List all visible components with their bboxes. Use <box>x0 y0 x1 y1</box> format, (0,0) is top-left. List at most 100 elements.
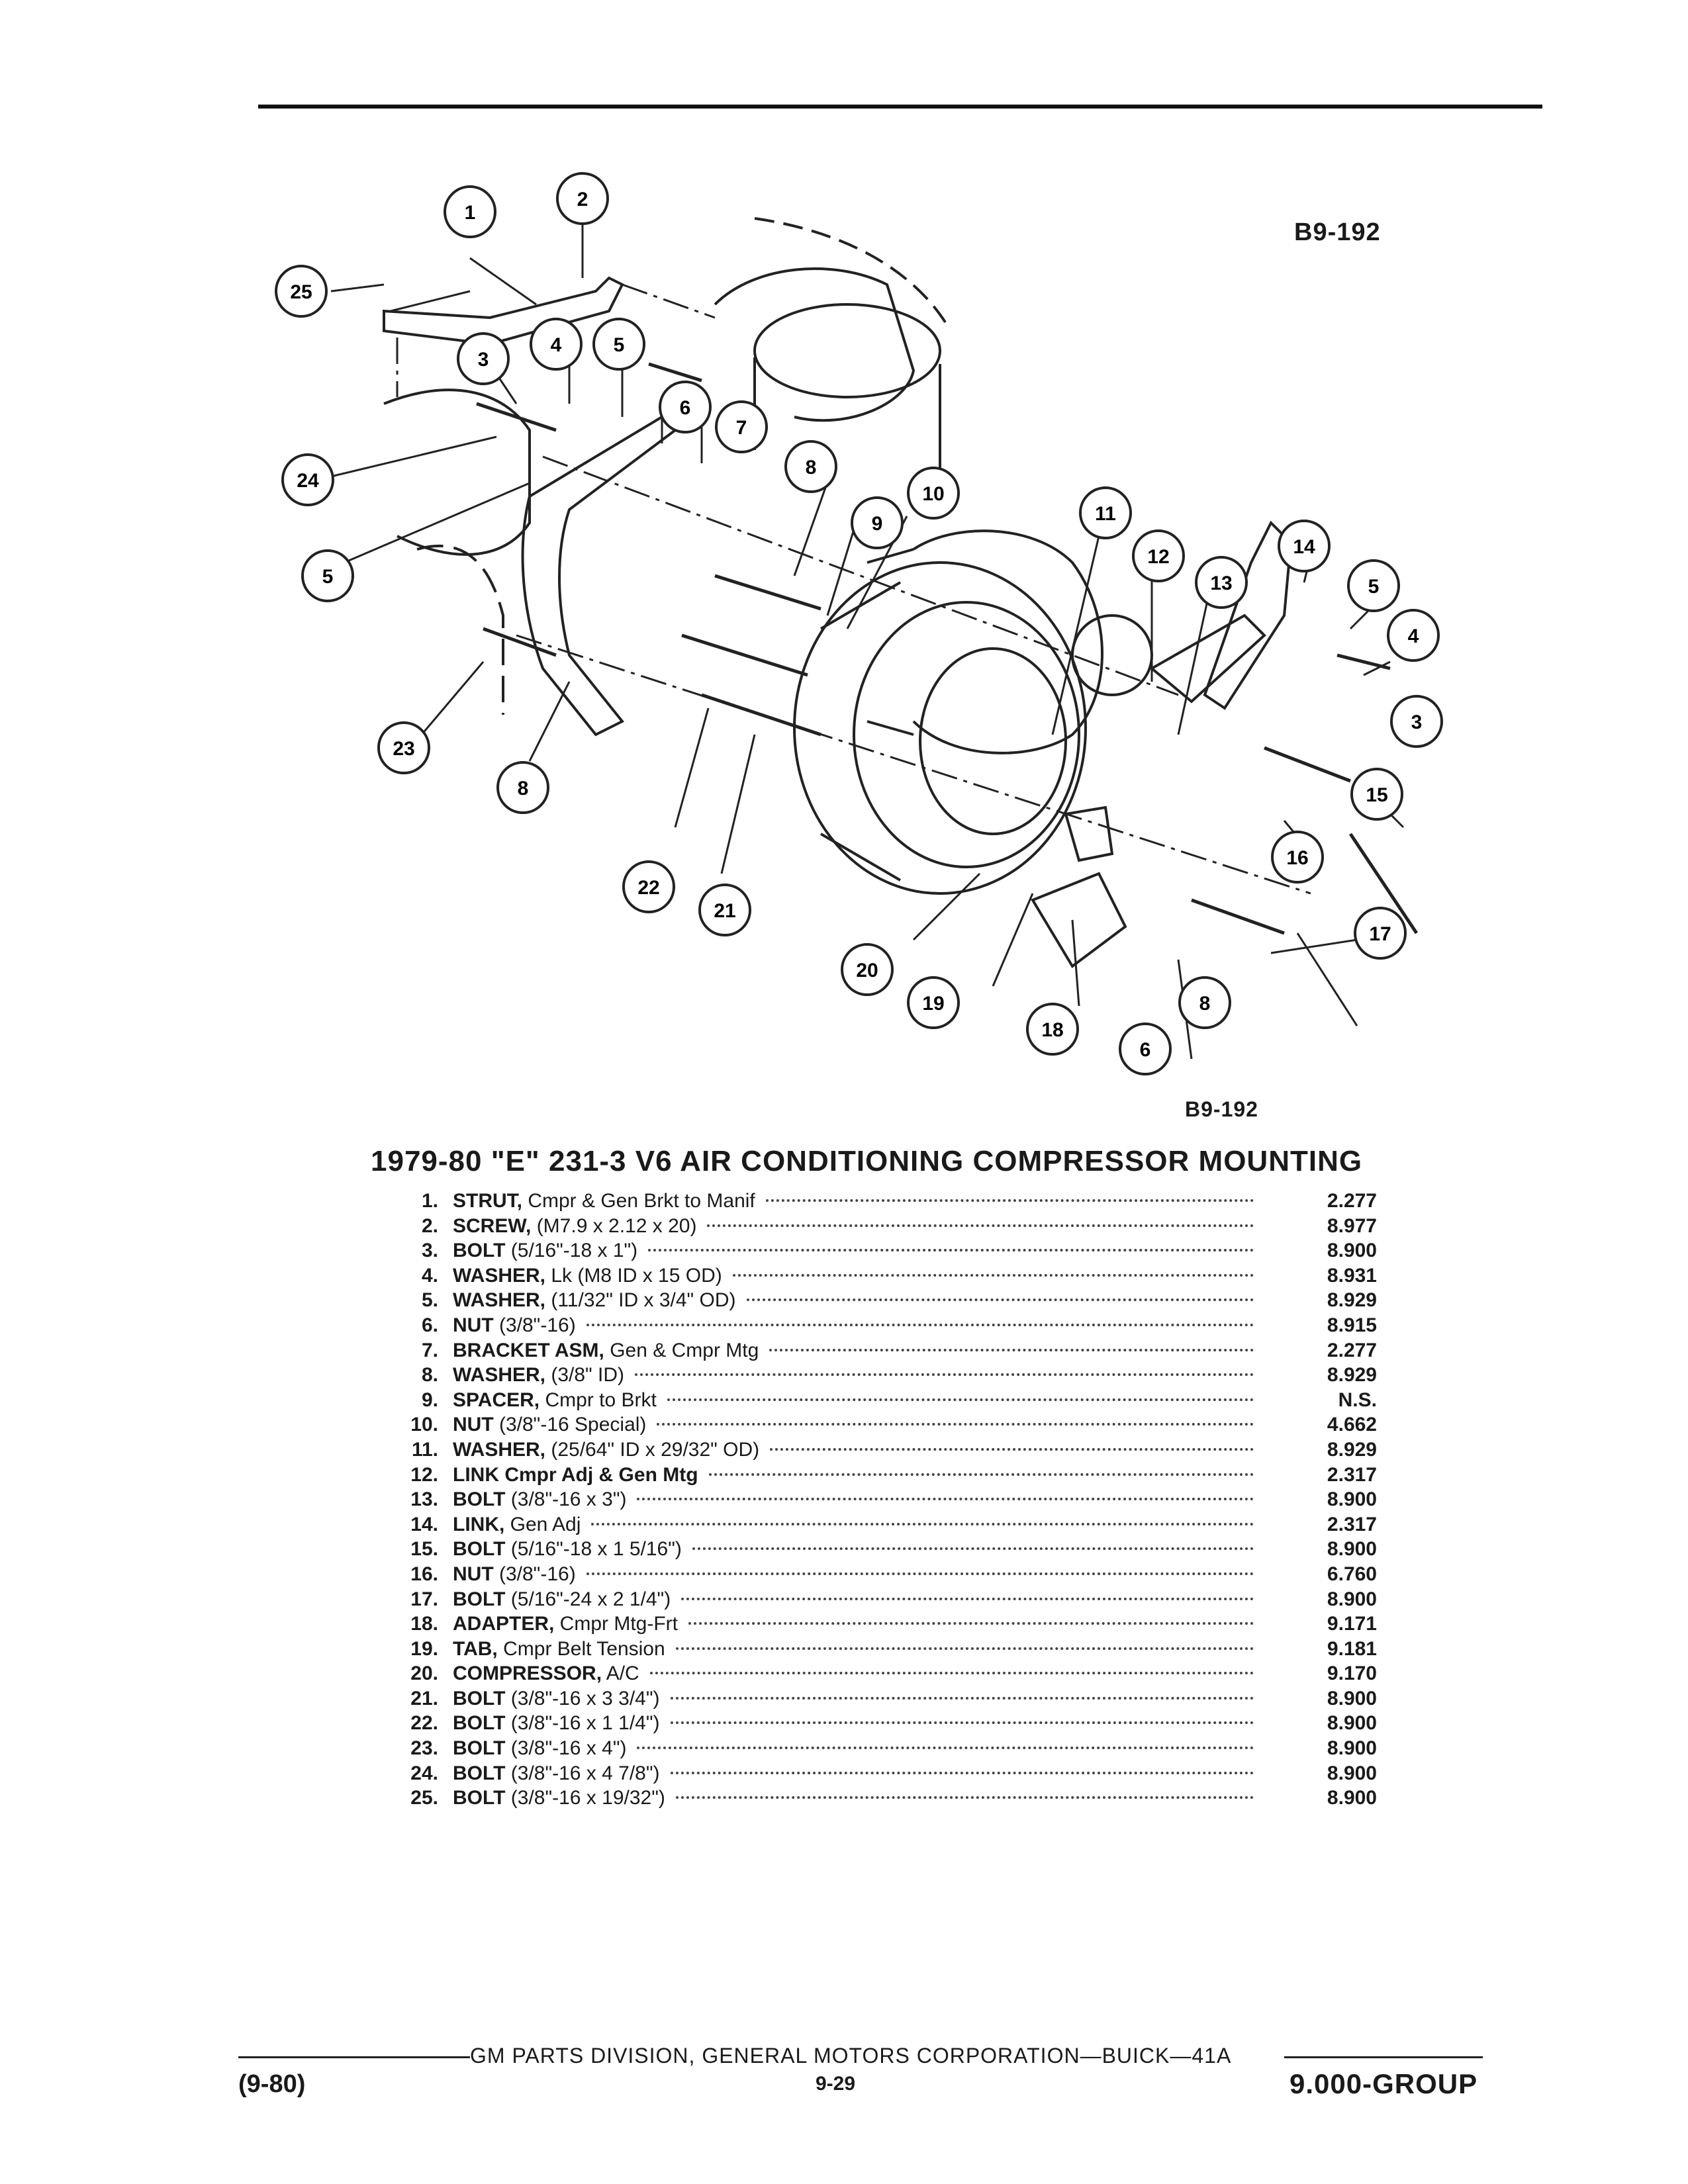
part-description: LINK, Gen Adj <box>453 1514 581 1536</box>
dot-leader <box>770 1447 1254 1451</box>
dot-leader <box>707 1224 1254 1227</box>
part-number: 3. <box>421 1240 438 1262</box>
part-number: 16. <box>410 1563 438 1585</box>
part-description: ADAPTER, Cmpr Mtg-Frt <box>453 1613 678 1635</box>
part-description: SCREW, (M7.9 x 2.12 x 20) <box>453 1215 696 1238</box>
figure-code-bottom: B9-192 <box>1185 1097 1258 1121</box>
svg-text:23: 23 <box>393 738 414 760</box>
callout: 24 <box>281 453 334 506</box>
dot-leader <box>670 1771 1254 1774</box>
callout: 2 <box>556 172 609 225</box>
part-name: WASHER, <box>453 1289 546 1312</box>
svg-text:5: 5 <box>614 334 625 356</box>
callout: 13 <box>1195 556 1248 609</box>
group-number: 8.929 <box>1327 1364 1377 1387</box>
part-number: 1. <box>421 1190 438 1212</box>
part-spec: (3/8"-16 x 4") <box>505 1737 627 1760</box>
part-number: 5. <box>421 1289 438 1312</box>
svg-text:9: 9 <box>872 513 883 535</box>
part-description: COMPRESSOR, A/C <box>453 1662 639 1685</box>
figure-code-top: B9-192 <box>1294 218 1381 246</box>
dot-leader <box>681 1597 1254 1600</box>
svg-text:5: 5 <box>322 566 334 588</box>
svg-text:17: 17 <box>1369 923 1391 945</box>
footer-rule-left <box>238 2056 470 2058</box>
dot-leader <box>591 1522 1254 1525</box>
part-description: BOLT (5/16"-18 x 1 5/16") <box>453 1538 682 1561</box>
callout: 21 <box>698 884 751 936</box>
part-description: BOLT (3/8"-16 x 3") <box>453 1488 626 1511</box>
dot-leader <box>670 1721 1254 1725</box>
svg-text:19: 19 <box>922 993 944 1015</box>
part-name: NUT <box>453 1414 494 1436</box>
callout: 17 <box>1354 907 1407 960</box>
dot-leader <box>708 1473 1254 1476</box>
group-number: 8.900 <box>1327 1488 1377 1511</box>
group-number: 4.662 <box>1327 1414 1377 1436</box>
part-number: 9. <box>421 1388 438 1411</box>
svg-text:7: 7 <box>736 417 747 439</box>
parts-list-row: 6.NUT (3/8"-16)8.915 <box>397 1314 1390 1340</box>
svg-text:25: 25 <box>290 281 312 303</box>
callout: 8 <box>1178 976 1231 1029</box>
part-description: WASHER, (3/8" ID) <box>453 1364 624 1387</box>
svg-text:20: 20 <box>856 960 878 981</box>
footer-rule-right <box>1284 2056 1483 2058</box>
part-spec: (3/8"-16 x 1 1/4") <box>505 1712 660 1735</box>
callout: 3 <box>457 332 510 385</box>
svg-text:8: 8 <box>1199 993 1211 1015</box>
svg-text:16: 16 <box>1286 847 1308 869</box>
parts-list-row: 21.BOLT (3/8"-16 x 3 3/4")8.900 <box>397 1688 1390 1713</box>
svg-text:3: 3 <box>1411 711 1423 733</box>
svg-text:12: 12 <box>1147 546 1169 568</box>
svg-text:5: 5 <box>1368 576 1380 598</box>
part-number: 21. <box>410 1687 438 1709</box>
callout: 15 <box>1350 768 1403 821</box>
parts-list-row: 23.BOLT (3/8"-16 x 4")8.900 <box>397 1737 1390 1762</box>
svg-text:10: 10 <box>922 483 944 505</box>
parts-list-row: 17.BOLT (5/16"-24 x 2 1/4")8.900 <box>397 1588 1390 1614</box>
part-description: LINK Cmpr Adj & Gen Mtg <box>453 1464 698 1486</box>
dot-leader <box>637 1497 1254 1501</box>
group-number: 8.900 <box>1327 1588 1377 1610</box>
svg-text:24: 24 <box>297 470 319 492</box>
part-number: 8. <box>421 1364 438 1387</box>
part-description: BOLT (5/16"-24 x 2 1/4") <box>453 1588 671 1611</box>
page-title: 1979-80 "E" 231-3 V6 AIR CONDITIONING CO… <box>371 1145 1363 1177</box>
part-number: 7. <box>421 1339 438 1361</box>
dot-leader <box>675 1647 1254 1650</box>
callout: 8 <box>496 761 549 814</box>
group-number: 8.900 <box>1327 1787 1377 1809</box>
group-number: 2.277 <box>1327 1339 1377 1361</box>
group-number: N.S. <box>1338 1388 1377 1411</box>
part-number: 15. <box>410 1538 438 1561</box>
callout: 22 <box>622 860 675 913</box>
part-spec: (5/16"-18 x 1") <box>505 1240 638 1262</box>
part-name: BOLT <box>453 1488 506 1511</box>
callout: 14 <box>1278 520 1331 572</box>
part-number: 10. <box>410 1414 438 1436</box>
part-number: 24. <box>410 1762 438 1784</box>
group-number: 8.931 <box>1327 1264 1377 1287</box>
callout: 10 <box>907 467 960 520</box>
part-spec: Cmpr Belt Tension <box>497 1637 665 1660</box>
part-name: COMPRESSOR, <box>453 1662 602 1685</box>
group-number: 8.900 <box>1327 1538 1377 1561</box>
group-number: 9.170 <box>1327 1662 1377 1685</box>
dot-leader <box>637 1746 1254 1750</box>
parts-list-row: 11.WASHER, (25/64" ID x 29/32" OD)8.929 <box>397 1439 1390 1464</box>
part-number: 20. <box>410 1662 438 1685</box>
part-spec: (25/64" ID x 29/32" OD) <box>545 1438 760 1461</box>
part-number: 6. <box>421 1314 438 1336</box>
dot-leader <box>635 1373 1254 1377</box>
callout: 18 <box>1026 1003 1079 1056</box>
part-name: BOLT <box>453 1787 506 1809</box>
part-description: BOLT (3/8"-16 x 4") <box>453 1737 626 1760</box>
parts-list-row: 3.BOLT (5/16"-18 x 1")8.900 <box>397 1240 1390 1265</box>
part-description: NUT (3/8"-16 Special) <box>453 1414 646 1436</box>
part-number: 19. <box>410 1637 438 1660</box>
